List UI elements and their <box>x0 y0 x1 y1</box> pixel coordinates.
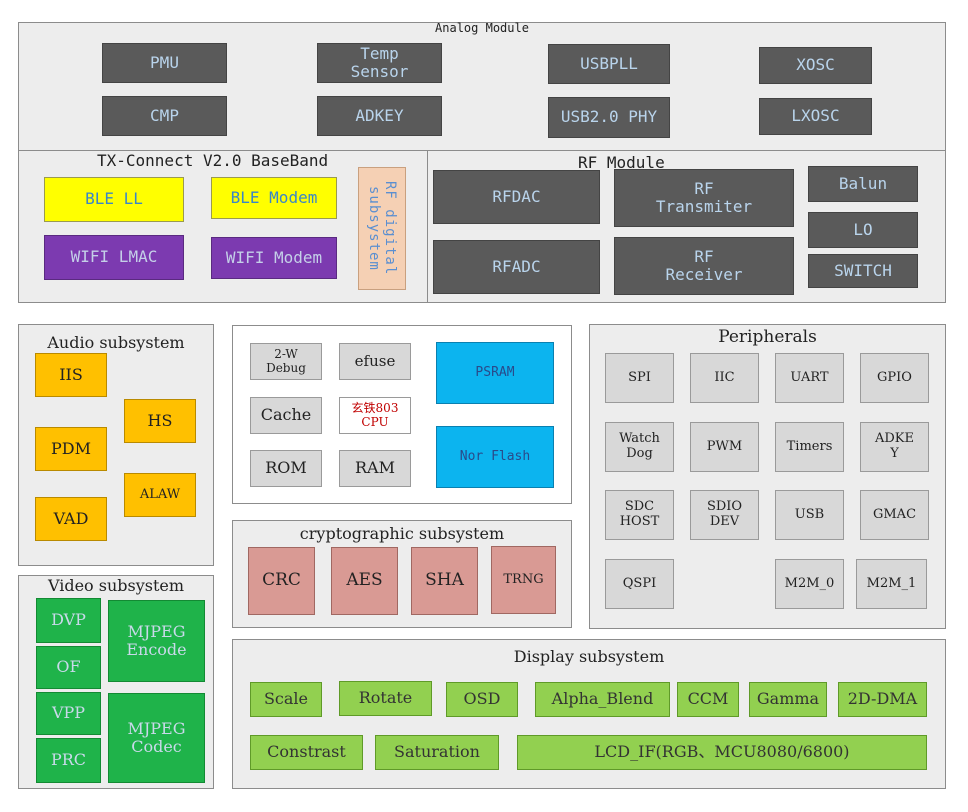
mjpeg-codec-block: MJPEG Codec <box>108 693 205 783</box>
watchdog-block: Watch Dog <box>605 422 674 472</box>
scale-block: Scale <box>250 682 322 717</box>
crypto-subsystem-title: cryptographic subsystem <box>299 524 505 543</box>
qspi-block: QSPI <box>605 559 674 609</box>
crc-block: CRC <box>248 547 315 615</box>
rf-module-title: RF Module <box>578 153 665 172</box>
mjpeg-encode-block: MJPEG Encode <box>108 600 205 682</box>
timers-block: Timers <box>775 422 844 472</box>
saturation-block: Saturation <box>375 735 499 770</box>
rfadc-block: RFADC <box>433 240 600 294</box>
iis-block: IIS <box>35 353 107 397</box>
video-subsystem-title: Video subsystem <box>47 576 185 595</box>
pwm-block: PWM <box>690 422 759 472</box>
psram-block: PSRAM <box>436 342 554 404</box>
osd-block: OSD <box>446 682 518 717</box>
pdm-block: PDM <box>35 427 107 471</box>
gpio-block: GPIO <box>860 353 929 403</box>
adkey-analog-block: ADKEY <box>317 96 442 136</box>
alpha-blend-block: Alpha_Blend <box>535 682 670 717</box>
m2m-1-block: M2M_1 <box>856 559 927 609</box>
xosc-block: XOSC <box>759 47 872 84</box>
audio-subsystem-title: Audio subsystem <box>47 333 185 352</box>
lcd-if-block: LCD_IF(RGB、MCU8080/6800) <box>517 735 927 770</box>
gmac-block: GMAC <box>860 490 929 540</box>
balun-block: Balun <box>808 166 918 202</box>
2d-dma-block: 2D-DMA <box>838 682 927 717</box>
ble-ll-block: BLE LL <box>44 177 184 222</box>
dvp-block: DVP <box>36 598 101 643</box>
usbpll-block: USBPLL <box>548 44 670 84</box>
spi-block: SPI <box>605 353 674 403</box>
usb-block: USB <box>775 490 844 540</box>
alaw-block: ALAW <box>124 473 196 517</box>
uart-block: UART <box>775 353 844 403</box>
rotate-block: Rotate <box>339 681 432 716</box>
wifi-lmac-block: WIFI LMAC <box>44 235 184 280</box>
ccm-block: CCM <box>677 682 739 717</box>
rf-digital-subsystem-block: RF digital subsystem <box>358 167 406 290</box>
efuse-block: efuse <box>339 343 411 380</box>
cpu-block: 玄铁803 CPU <box>339 397 411 434</box>
usb-phy-block: USB2.0 PHY <box>548 97 670 138</box>
two-wire-debug-block: 2-W Debug <box>250 343 322 380</box>
adkey-periph-block: ADKE Y <box>860 422 929 472</box>
lo-block: LO <box>808 212 918 248</box>
rfdac-block: RFDAC <box>433 170 600 224</box>
baseband-title: TX-Connect V2.0 BaseBand <box>97 151 329 170</box>
vpp-block: VPP <box>36 692 101 735</box>
of-block: OF <box>36 646 101 689</box>
switch-block: SWITCH <box>808 254 918 288</box>
constrast-block: Constrast <box>250 735 363 770</box>
trng-block: TRNG <box>491 546 556 614</box>
rf-transmitter-block: RF Transmiter <box>614 169 794 227</box>
sdc-host-block: SDC HOST <box>605 490 674 540</box>
cmp-block: CMP <box>102 96 227 136</box>
nor-flash-block: Nor Flash <box>436 426 554 488</box>
prc-block: PRC <box>36 738 101 783</box>
iic-block: IIC <box>690 353 759 403</box>
cache-block: Cache <box>250 397 322 434</box>
wifi-modem-block: WIFI Modem <box>211 237 337 279</box>
hs-block: HS <box>124 399 196 443</box>
temp-sensor-block: Temp Sensor <box>317 43 442 83</box>
ram-block: RAM <box>339 450 411 487</box>
rom-block: ROM <box>250 450 322 487</box>
peripherals-title: Peripherals <box>718 327 817 347</box>
display-subsystem-title: Display subsystem <box>513 647 665 666</box>
m2m-0-block: M2M_0 <box>775 559 844 609</box>
vad-block: VAD <box>35 497 107 541</box>
sha-block: SHA <box>411 547 478 615</box>
gamma-block: Gamma <box>749 682 827 717</box>
sdio-dev-block: SDIO DEV <box>690 490 759 540</box>
analog-module-title: Analog Module <box>435 21 529 35</box>
aes-block: AES <box>331 547 398 615</box>
rf-receiver-block: RF Receiver <box>614 237 794 295</box>
pmu-block: PMU <box>102 43 227 83</box>
lxosc-block: LXOSC <box>759 98 872 135</box>
ble-modem-block: BLE Modem <box>211 177 337 219</box>
